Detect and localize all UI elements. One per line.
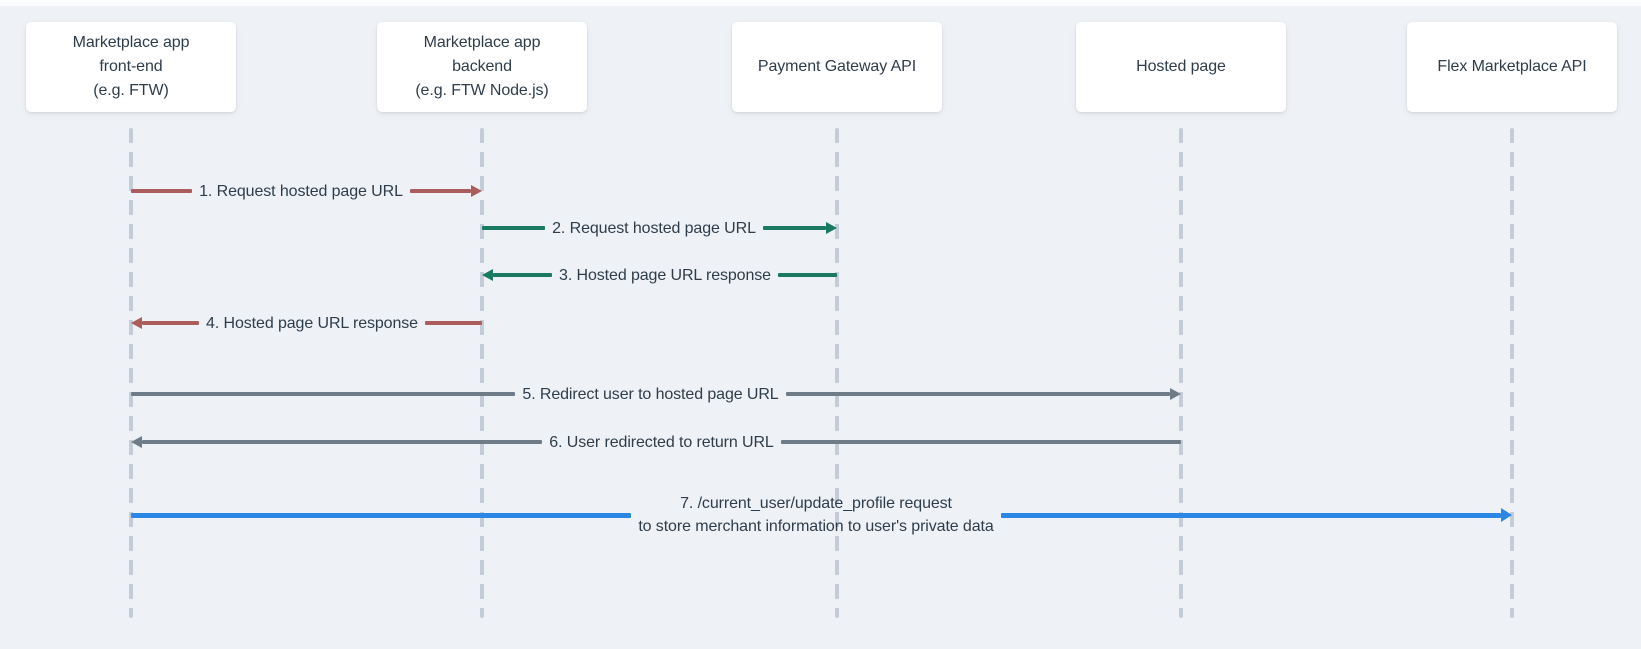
arrowhead-right-icon: [1501, 508, 1512, 522]
message-line: [142, 321, 200, 325]
message-label: 3. Hosted page URL response: [559, 266, 771, 284]
message-line: [493, 273, 553, 277]
message-2: 2. Request hosted page URL: [482, 216, 838, 240]
message-line: [482, 226, 546, 230]
message-line: [785, 392, 1170, 396]
actor-label: Marketplace app front-end (e.g. FTW): [72, 34, 190, 99]
message-4: 4. Hosted page URL response: [131, 311, 483, 335]
message-line: [131, 189, 193, 193]
arrowhead-left-icon: [131, 317, 142, 329]
arrowhead-right-icon: [826, 222, 838, 234]
lifeline-marketplace-frontend: [129, 128, 133, 618]
arrowhead-left-icon: [482, 269, 493, 281]
lifeline-payment-gateway-api: [835, 128, 839, 618]
actor-box-hosted-page: Hosted page: [1076, 22, 1286, 112]
message-label: 2. Request hosted page URL: [552, 219, 756, 237]
arrowhead-right-icon: [471, 185, 483, 197]
message-7: 7. /current_user/update_profile request …: [131, 491, 1512, 539]
message-label: 5. Redirect user to hosted page URL: [522, 385, 779, 403]
message-5: 5. Redirect user to hosted page URL: [131, 382, 1181, 406]
message-label-line-1: 7. /current_user/update_profile request: [680, 495, 952, 512]
message-label: 6. User redirected to return URL: [549, 433, 774, 451]
actor-box-marketplace-backend: Marketplace app backend (e.g. FTW Node.j…: [377, 22, 587, 112]
lifeline-flex-marketplace-api: [1510, 128, 1514, 618]
message-line: [780, 440, 1182, 444]
lifeline-hosted-page: [1179, 128, 1183, 618]
actor-box-marketplace-frontend: Marketplace app front-end (e.g. FTW): [26, 22, 236, 112]
message-line: [131, 392, 516, 396]
actor-label: Marketplace app backend (e.g. FTW Node.j…: [415, 34, 549, 99]
actor-label: Hosted page: [1136, 58, 1226, 75]
message-label: 1. Request hosted page URL: [199, 182, 403, 200]
message-3: 3. Hosted page URL response: [482, 263, 838, 287]
message-line: [131, 512, 632, 518]
actor-label: Flex Marketplace API: [1437, 58, 1587, 75]
message-label: 4. Hosted page URL response: [206, 314, 418, 332]
actor-box-flex-marketplace-api: Flex Marketplace API: [1407, 22, 1617, 112]
message-line: [762, 226, 827, 230]
message-line: [424, 321, 483, 325]
lifeline-marketplace-backend: [480, 128, 484, 618]
arrowhead-right-icon: [1170, 388, 1181, 400]
message-line: [142, 440, 543, 444]
top-margin-strip: [0, 0, 1641, 6]
actor-box-payment-gateway-api: Payment Gateway API: [732, 22, 942, 112]
message-line: [1000, 512, 1501, 518]
message-label: 7. /current_user/update_profile request …: [631, 492, 1000, 538]
message-line: [777, 273, 838, 277]
message-1: 1. Request hosted page URL: [131, 179, 483, 203]
arrowhead-left-icon: [131, 436, 142, 448]
actor-label: Payment Gateway API: [757, 58, 917, 75]
message-label-line-2: to store merchant information to user's …: [638, 518, 994, 535]
message-line: [409, 189, 472, 193]
message-6: 6. User redirected to return URL: [131, 430, 1182, 454]
